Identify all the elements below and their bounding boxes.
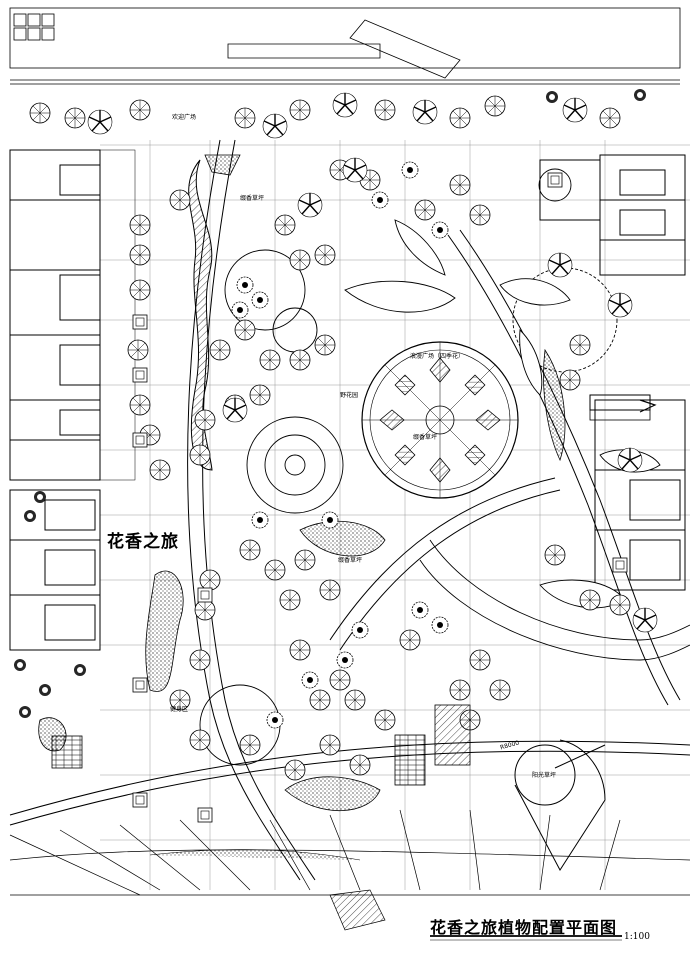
main-paths xyxy=(9,139,690,881)
left-building xyxy=(9,149,136,651)
top-road xyxy=(9,7,681,85)
title-underline xyxy=(430,935,622,941)
region-label: 花香之旅 xyxy=(107,532,179,552)
zone-label-sunken: 阳光草坪 xyxy=(532,772,557,779)
zone-label-lawn3: 缀香草坪 xyxy=(338,557,363,564)
zone-label-lawn1: 缀香草坪 xyxy=(240,195,265,202)
dotted-planting xyxy=(38,154,566,812)
zone-label-entry: 欢迎广场 xyxy=(172,114,197,121)
zone-label-lawn2: 缀香草坪 xyxy=(413,434,438,441)
sunken-lawn-fan xyxy=(514,739,606,871)
drawing-scale: 1:100 xyxy=(624,932,650,942)
zone-label-wildflower: 野花园 xyxy=(340,392,359,399)
drawing-title: 花香之旅植物配置平面图 xyxy=(430,918,618,937)
leaf-beds xyxy=(344,219,661,609)
zone-label-fitness: 健身区 xyxy=(170,706,189,713)
east-arc xyxy=(429,539,690,641)
south-paving xyxy=(9,809,690,931)
deck-structures xyxy=(394,394,657,786)
zone-label-plaza: 浪漫广场（四季花） xyxy=(410,353,465,360)
central-rose-plaza xyxy=(361,341,519,499)
winding-water-feature xyxy=(188,159,213,471)
